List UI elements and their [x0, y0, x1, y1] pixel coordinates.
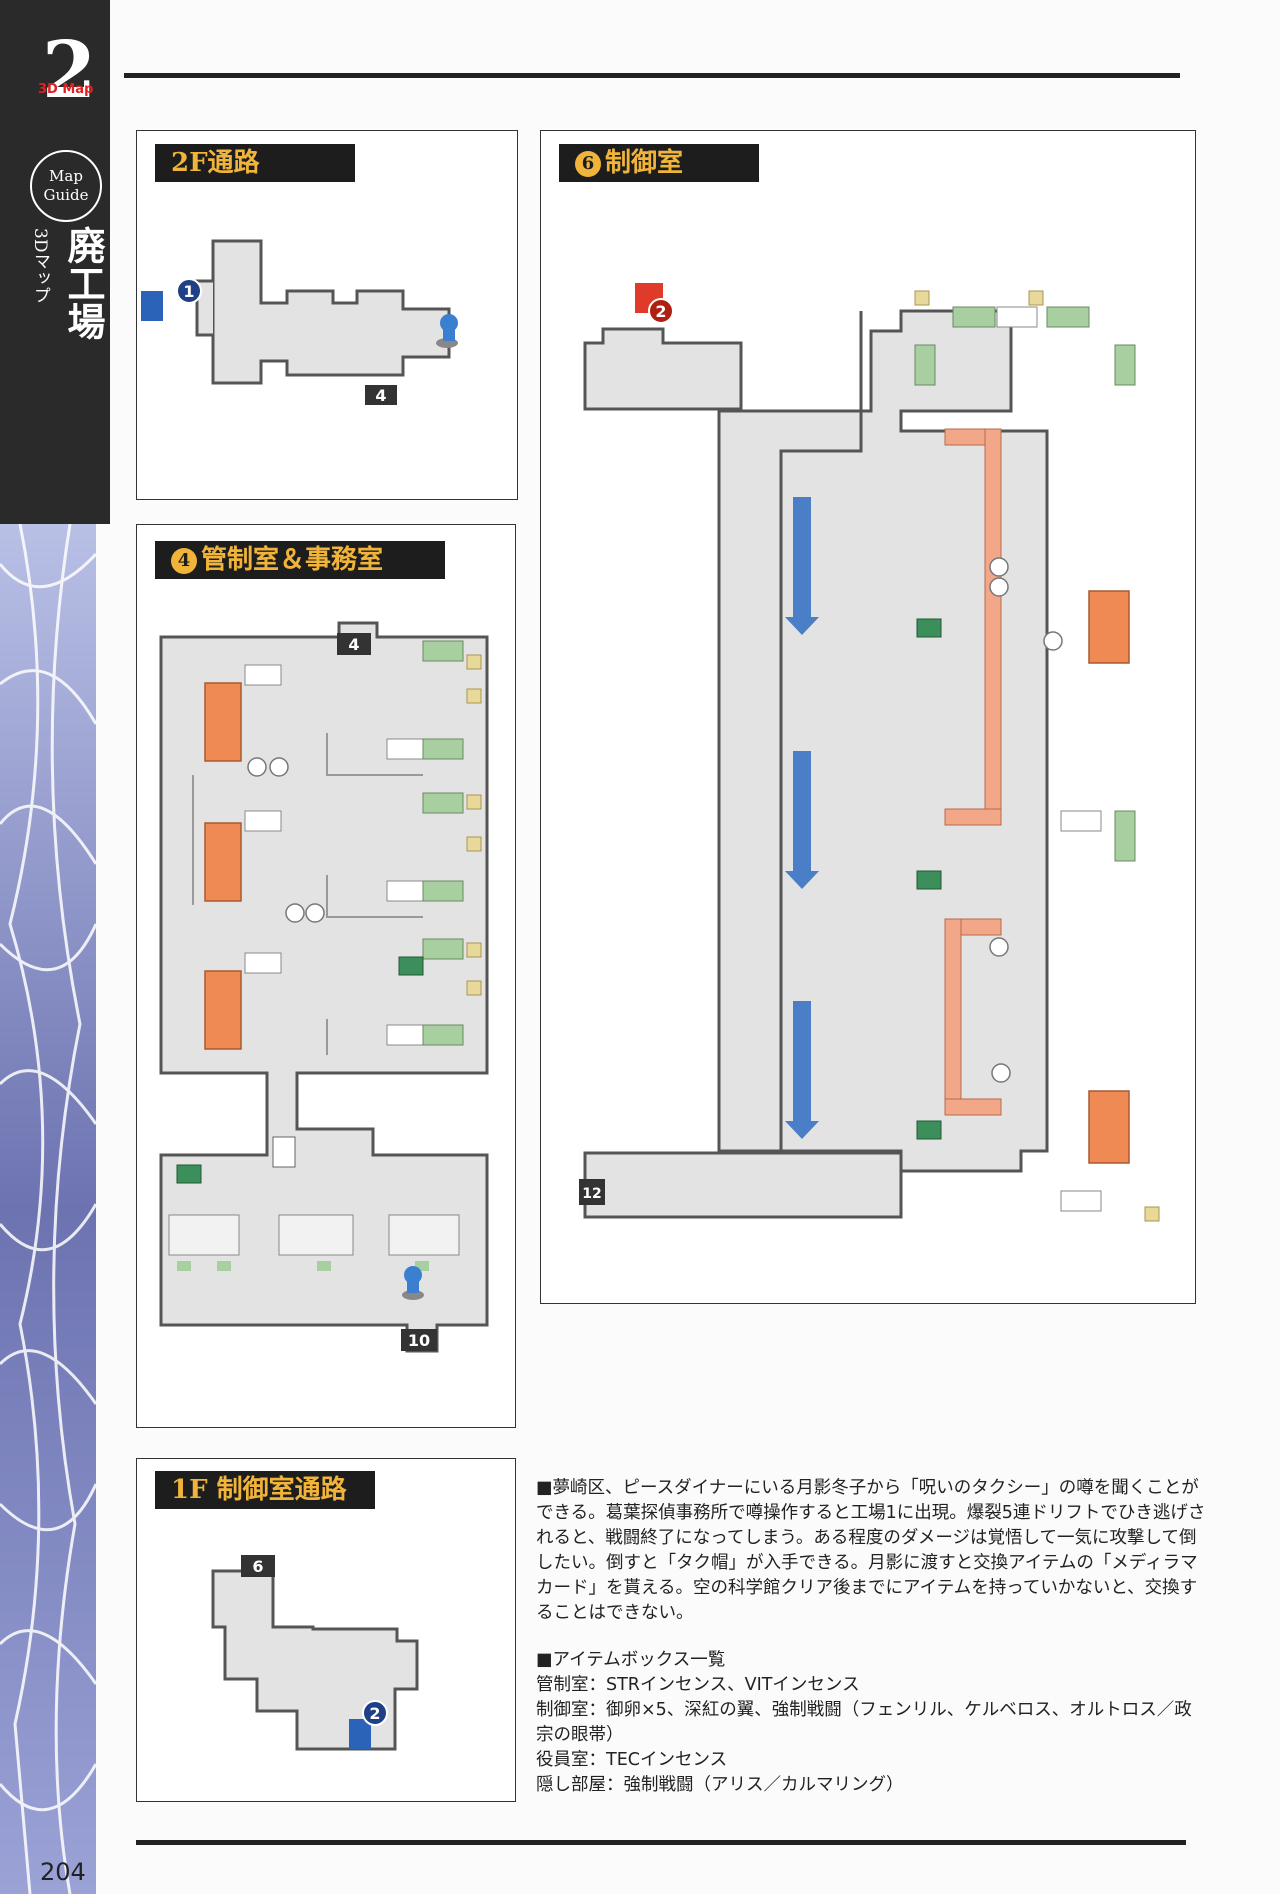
description-text: ■夢崎区、ピースダイナーにいる月影冬子から「呪いのタクシー」の噂を聞くことができ… — [536, 1476, 1206, 1798]
label-door-4: 4 — [348, 635, 359, 654]
label-door-12: 12 — [582, 1186, 601, 1202]
label-door-6: 6 — [252, 1557, 263, 1576]
bottom-rule — [136, 1840, 1186, 1845]
decorative-web-pattern — [0, 524, 96, 1894]
chapter-tab: 2 3D Map Map Guide 廃工場 3Dマップ — [0, 0, 110, 524]
item-list-line: 管制室：STRインセンス、VITインセンス — [536, 1675, 860, 1695]
map-panel-2f-corridor: 2F通路 1 4 — [136, 130, 518, 500]
floor-map-1f-corridor: 6 2 — [211, 1555, 419, 1751]
chapter-title: 廃工場 — [61, 226, 106, 340]
chapter-number: 2 — [42, 25, 97, 116]
map-guide-badge: Map Guide — [30, 150, 102, 222]
label-door-10: 10 — [408, 1331, 430, 1350]
label-stairs-1: 1 — [183, 282, 194, 301]
floor-map-control-office: 4 10 — [159, 621, 489, 1353]
label-stairs-2: 2 — [655, 302, 666, 321]
chapter-subtitle: 3Dマップ — [30, 228, 50, 304]
item-list-line: 隠し部屋：強制戦闘（アリス／カルマリング） — [536, 1775, 904, 1795]
floor-map-2f-corridor: 1 4 — [141, 239, 458, 405]
map-panel-1f-corridor: 1F 制御室通路 6 2 — [136, 1458, 516, 1802]
page-number: 204 — [40, 1858, 86, 1886]
floor-map-control-room: 2 12 — [579, 283, 1160, 1222]
top-rule — [124, 73, 1180, 78]
chapter-tag: 3D Map — [38, 82, 94, 97]
rumor-paragraph: ■夢崎区、ピースダイナーにいる月影冬子から「呪いのタクシー」の噂を聞くことができ… — [536, 1478, 1206, 1623]
map-title-2f-corridor: 2F通路 — [155, 144, 355, 182]
map-title-1f-corridor: 1F 制御室通路 — [155, 1471, 375, 1509]
label-door-4: 4 — [375, 386, 386, 405]
item-list-line: 役員室：TECインセンス — [536, 1750, 728, 1770]
item-list-line: 制御室：御卵×5、深紅の翼、強制戦闘（フェンリル、ケルベロス、オルトロス／政宗の… — [536, 1700, 1192, 1745]
label-stairs-2: 2 — [369, 1704, 380, 1723]
item-box-heading: ■アイテムボックス一覧 — [536, 1650, 726, 1670]
